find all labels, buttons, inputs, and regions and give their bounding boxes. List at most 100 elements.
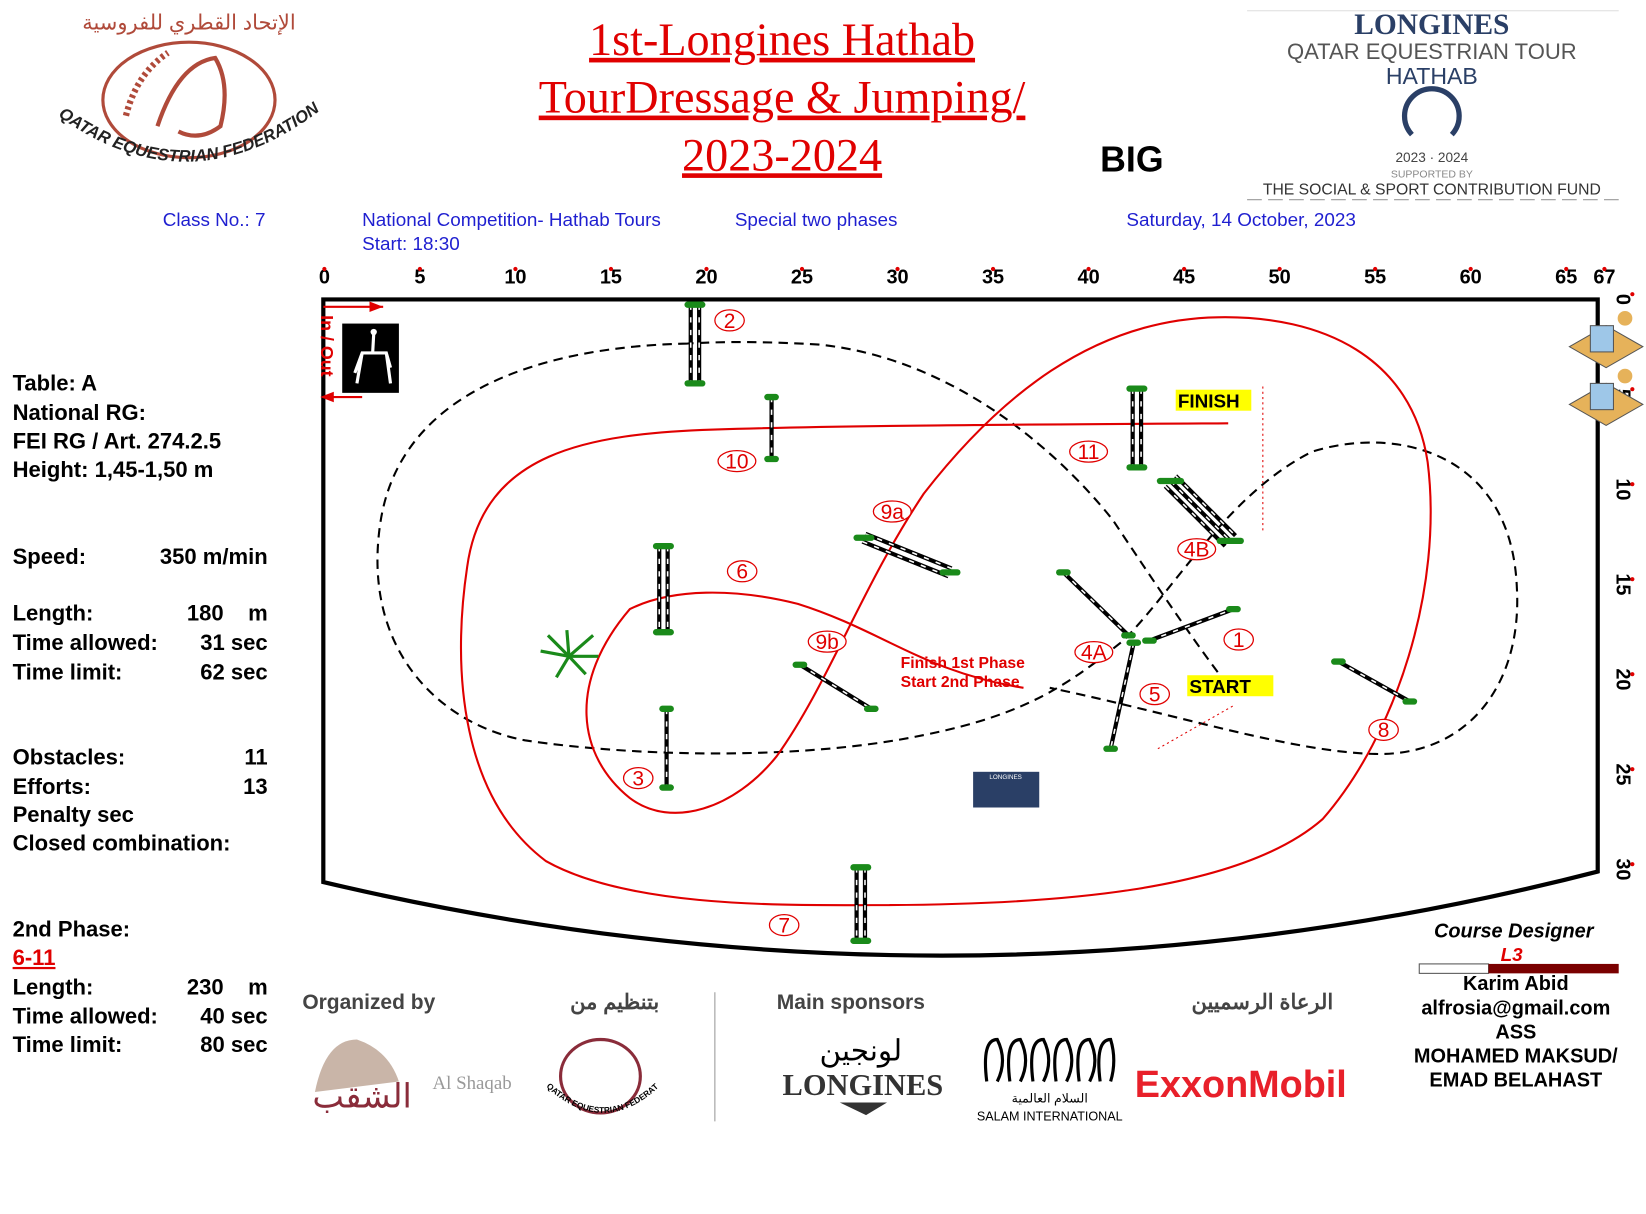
svg-text:ASS: ASS <box>1495 1021 1536 1043</box>
flower-box <box>792 661 808 668</box>
svg-text:الإتحاد القطري للفروسية: الإتحاد القطري للفروسية <box>82 12 295 36</box>
ruler-tick-mark <box>322 266 327 272</box>
class-number: Class No.: 7 <box>163 210 266 231</box>
al-shaqab-logo: الشقب Al Shaqab <box>312 1039 512 1116</box>
ruler-tick-label: 35 <box>982 267 1004 289</box>
svg-text:Efforts:: Efforts: <box>13 774 91 799</box>
svg-text:Time allowed:: Time allowed: <box>13 630 158 655</box>
flower-box <box>939 569 961 576</box>
flower-box <box>1402 698 1418 705</box>
svg-text:Time limit:: Time limit: <box>13 659 123 684</box>
flower-box <box>1126 639 1142 646</box>
svg-text:Speed:: Speed: <box>13 544 86 569</box>
flower-box <box>1156 477 1185 485</box>
competition-date: Saturday, 14 October, 2023 <box>1126 210 1355 231</box>
svg-text:Course Designer: Course Designer <box>1434 921 1595 943</box>
ruler-tick-label: 0 <box>1612 294 1634 305</box>
ruler-tick-label: 0 <box>319 267 330 289</box>
svg-text:QATAR EQUESTRIAN FEDERATION: QATAR EQUESTRIAN FEDERATION <box>56 98 324 166</box>
flower-box <box>850 937 872 944</box>
svg-text:SUPPORTED BY: SUPPORTED BY <box>1391 170 1473 181</box>
flower-box <box>1121 632 1136 639</box>
ruler-tick-mark <box>1630 482 1635 487</box>
svg-text:HATHAB: HATHAB <box>1386 63 1478 89</box>
svg-text:FEI RG / Art. 274.2.5: FEI RG / Art. 274.2.5 <box>13 428 222 453</box>
start-time: Start: 18:30 <box>362 234 460 255</box>
flower-box <box>863 705 879 712</box>
ruler-tick-label: 20 <box>1612 668 1634 690</box>
obstacle-8: 8 <box>1331 658 1418 742</box>
svg-text:Obstacles:: Obstacles: <box>13 744 126 769</box>
obstacle-number: 9b <box>816 631 839 654</box>
svg-text:EMAD BELAHAST: EMAD BELAHAST <box>1429 1070 1602 1092</box>
obstacle-10: 10 <box>717 393 779 473</box>
course-designer: Course Designer L3 Karim Abid alfrosia@g… <box>1414 921 1619 1092</box>
flower-box <box>1331 658 1346 665</box>
svg-text:230 m: 230 m <box>187 974 268 999</box>
svg-text:350 m/min: 350 m/min <box>160 544 268 569</box>
obstacle-9a: 9a <box>853 500 961 579</box>
finish-label: FINISH <box>1175 389 1252 413</box>
svg-text:31 sec: 31 sec <box>200 630 267 655</box>
flower-box <box>1126 385 1148 392</box>
svg-text:Closed combination:: Closed combination: <box>13 831 231 856</box>
flower-box <box>1056 569 1071 576</box>
ruler-tick-label: 67 <box>1593 267 1615 289</box>
federation-logo: الإتحاد القطري للفروسية QATAR EQUESTRIAN… <box>56 12 324 166</box>
phase-note-1: Finish 1st Phase <box>901 655 1025 672</box>
ruler-tick-label: 30 <box>886 267 908 289</box>
ruler-tick-mark <box>1630 862 1635 867</box>
ruler-tick-mark <box>1602 266 1607 272</box>
flower-box <box>850 864 872 871</box>
svg-text:2nd Phase:: 2nd Phase: <box>13 917 131 942</box>
ruler-tick-mark <box>417 266 422 272</box>
svg-text:40 sec: 40 sec <box>200 1004 267 1029</box>
ruler-tick-mark <box>1630 767 1635 772</box>
svg-text:THE SOCIAL & SPORT CONTRIBUTIO: THE SOCIAL & SPORT CONTRIBUTION FUND <box>1263 181 1601 198</box>
route-phase-1 <box>376 341 1519 756</box>
ruler-tick-label: 15 <box>600 267 622 289</box>
route-phase-2 <box>459 316 1432 907</box>
svg-text:السلام العالمية: السلام العالمية <box>1012 1091 1088 1106</box>
obstacle-number: 7 <box>778 914 790 937</box>
in-out-gate: In / Out <box>317 301 399 403</box>
svg-text:Karim Abid: Karim Abid <box>1463 973 1569 995</box>
svg-text:Penalty sec: Penalty sec <box>13 802 134 827</box>
ruler-tick-label: 60 <box>1460 267 1482 289</box>
ruler-tick-mark <box>1630 672 1635 677</box>
svg-text:62 sec: 62 sec <box>200 659 267 684</box>
svg-text:In / Out: In / Out <box>317 315 337 376</box>
flower-box <box>652 629 674 636</box>
judges-booth-icon <box>1568 310 1644 426</box>
svg-text:Table: A: Table: A <box>13 371 98 396</box>
svg-text:LONGINES: LONGINES <box>989 774 1021 781</box>
obstacle-3: 3 <box>622 705 674 791</box>
ruler-tick-label: 25 <box>1612 763 1634 785</box>
svg-text:11: 11 <box>244 744 267 769</box>
arena-border <box>321 297 1600 958</box>
phase-note-2: Start 2nd Phase <box>901 674 1020 691</box>
mini-longines-logo: LONGINES <box>973 771 1040 808</box>
ruler-tick-mark <box>608 266 614 272</box>
svg-text:L3: L3 <box>1501 945 1524 966</box>
plant-icon <box>540 629 599 679</box>
ruler-tick-mark <box>1630 577 1635 582</box>
obstacle-number: 9a <box>881 501 905 524</box>
svg-text:LONGINES: LONGINES <box>783 1068 944 1102</box>
svg-text:لونجين: لونجين <box>820 1034 903 1068</box>
obstacle-number: 1 <box>1233 629 1245 652</box>
obstacle-number: 11 <box>1078 441 1100 464</box>
obstacle-2: 2 <box>684 301 745 387</box>
svg-text:Organized by: Organized by <box>302 991 435 1014</box>
flower-box <box>1216 537 1244 545</box>
ruler-tick-label: 65 <box>1555 267 1577 289</box>
obstacle-4A: 4A <box>1056 569 1136 664</box>
obstacle-4B: 4B <box>1156 474 1244 562</box>
competition-name: National Competition- Hathab Tours <box>362 210 661 231</box>
salam-logo: السلام العالمية SALAM INTERNATIONAL <box>977 1037 1123 1123</box>
exxonmobil-logo: ExxonMobil <box>1135 1064 1347 1106</box>
svg-text:Time allowed:: Time allowed: <box>13 1004 158 1029</box>
flower-box <box>659 705 674 712</box>
ruler-tick-label: 25 <box>791 267 813 289</box>
